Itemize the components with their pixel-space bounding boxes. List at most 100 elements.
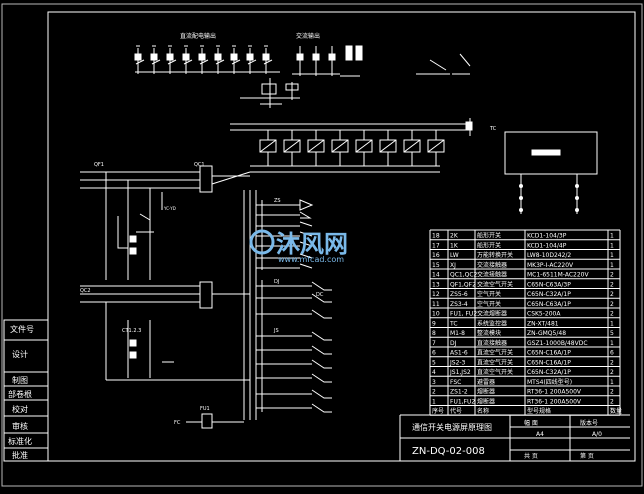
parts-table-cell-no: 9: [432, 320, 436, 327]
side-label-check: 校对: [12, 404, 28, 414]
parts-table-cell-model: GSZ1-1000B/48VDC: [527, 340, 588, 347]
parts-table-cell-name: 万能转换开关: [477, 251, 513, 259]
parts-table-cell-no: 18: [432, 233, 440, 240]
parts-table-cell-qty: 2: [610, 359, 614, 366]
dc-distribution: ZS DJ JS DC: [243, 190, 332, 420]
parts-table-cell-no: 16: [432, 252, 440, 259]
parts-table-cell-code: 2K: [450, 233, 459, 240]
control-switch: [416, 53, 471, 75]
label-ct: CT1.2.3: [122, 328, 141, 334]
parts-table-cell-qty: 1: [610, 233, 614, 240]
parts-table-cell-no: 11: [432, 301, 440, 308]
watermark-url: www.mfcad.com: [278, 255, 344, 264]
parts-table-cell-name: 交流接触器: [477, 271, 507, 279]
ac-input: QF1 QC1 QC2 CT1.2.3: [80, 162, 251, 381]
side-label-approve: 批准: [12, 450, 28, 460]
parts-table-cell-name: 系统监控器: [477, 319, 507, 327]
parts-table-cell-name: 交流熔断器: [477, 310, 507, 318]
parts-table-cell-code: ZS5-6: [450, 291, 468, 298]
parts-table-cell-model: MK3P-I-AC220V: [527, 262, 574, 269]
parts-table-cell-code: QF1,QF2: [450, 281, 476, 288]
parts-table-cell-name: 整流模块: [477, 329, 501, 337]
parts-table-cell-qty: 1: [610, 262, 614, 269]
parts-table-cell-model: C65N-C32A/1P: [527, 369, 571, 376]
parts-table-cell-no: 7: [432, 340, 436, 347]
watermark: 沐风网 www.mfcad.com: [249, 229, 348, 264]
title-block: [399, 414, 630, 462]
side-label-draw: 制图: [12, 375, 28, 385]
parts-table-cell-no: 12: [432, 291, 440, 298]
parts-table-cell-no: 5: [432, 359, 436, 366]
monitor-unit: TC: [489, 126, 598, 214]
parts-table-cell-code: FU1, FU2: [450, 311, 477, 318]
side-labels: 文件号 设计 制图 部卷根 校对 审核 标准化 批准: [8, 324, 34, 460]
parts-table-cell-no: 13: [432, 281, 440, 288]
parts-table-cell-code: 1K: [450, 242, 459, 249]
side-label-file: 文件号: [10, 324, 34, 334]
parts-table-header: 数量: [610, 407, 622, 415]
parts-table-cell-code: M1-8: [450, 330, 465, 337]
parts-table-cell-qty: 1: [610, 320, 614, 327]
parts-table-cell-no: 4: [432, 369, 436, 376]
parts-table-cell-no: 3: [432, 379, 436, 386]
sheet-value: A/0: [592, 431, 602, 438]
parts-table-cell-qty: 2: [610, 272, 614, 279]
parts-table-cell-model: C65N-C16A/1P: [527, 359, 571, 366]
parts-table-cell-model: RT36-1 200A500V: [527, 389, 582, 396]
parts-table-cell-qty: 2: [610, 291, 614, 298]
ac-output-breakers: [292, 46, 340, 76]
parts-table-cell-qty: 2: [610, 281, 614, 288]
drawing-title: 通信开关电源屏原理图: [412, 422, 492, 432]
watermark-logo: 沐风网: [276, 230, 348, 258]
label-dj: DJ: [274, 279, 279, 285]
parts-table-cell-no: 10: [432, 311, 440, 318]
size-label: 幅 面: [524, 419, 538, 427]
parts-table-header: 名称: [477, 407, 489, 415]
parts-table-cell-name: 船形开关: [477, 241, 501, 249]
parts-table-cell-model: C65N-C63A/1P: [527, 301, 571, 308]
side-label-review: 审核: [12, 421, 28, 431]
label-zs: ZS: [274, 198, 281, 204]
parts-table-cell-qty: 6: [610, 350, 614, 357]
parts-table-cell-qty: 2: [610, 301, 614, 308]
parts-table-cell-no: 14: [432, 272, 440, 279]
parts-table-cell-name: 船形开关: [477, 232, 501, 240]
top-label-ac: 交流输出: [296, 32, 320, 40]
label-ycyd: YC·YD: [163, 206, 176, 211]
label-tc: TC: [489, 126, 497, 132]
parts-table-cell-model: C65N-C63A/3P: [527, 281, 571, 288]
parts-table-cell-code: JS1,JS2: [449, 369, 471, 376]
parts-table-cell-model: C65N-C16A/1P: [527, 350, 571, 357]
parts-table-cell-qty: 5: [610, 330, 614, 337]
parts-table-cell-qty: 2: [610, 369, 614, 376]
parts-table-cell-name: 交流空气开关: [477, 280, 513, 288]
parts-table-cell-name: 熔断器: [477, 397, 495, 405]
busbars: [230, 118, 473, 136]
top-label-dc: 直流配电输出: [180, 32, 216, 40]
parts-table-cell-model: ZN-GMQ5/48: [527, 330, 566, 337]
outer-border: [1, 3, 643, 487]
parts-table-cell-no: 1: [432, 398, 436, 405]
parts-table-cell-name: 直流接触器: [477, 339, 507, 347]
fuse-lightning: FU1 FC YC·YD: [161, 192, 244, 429]
parts-table-cell-no: 17: [432, 242, 440, 249]
rectifier-modules: [250, 130, 445, 173]
parts-table-cell-code: TC: [449, 320, 458, 327]
parts-table-cell-no: 15: [432, 262, 440, 269]
parts-table-cell-code: FU1,FU2: [450, 398, 475, 405]
parts-table-cell-model: CSK5-200A: [527, 311, 561, 318]
parts-table-cell-code: ZS3-4: [450, 301, 468, 308]
parts-table-cell-qty: 1: [610, 252, 614, 259]
parts-table-cell-qty: 1: [610, 340, 614, 347]
parts-table-cell-model: LW8-10D242/2: [527, 252, 571, 259]
parts-table-cell-no: 6: [432, 350, 436, 357]
label-js: JS: [273, 328, 279, 334]
parts-table-header: 序号: [432, 407, 444, 415]
parts-table-cell-name: 直流空气开关: [477, 368, 513, 376]
side-label-design: 设计: [12, 349, 28, 359]
parts-table-cell-model: KCD1-104/3P: [527, 233, 567, 240]
label-qf1: QF1: [94, 162, 104, 168]
parts-table-header: 代号: [450, 407, 462, 415]
dc-breakers: [134, 45, 273, 74]
